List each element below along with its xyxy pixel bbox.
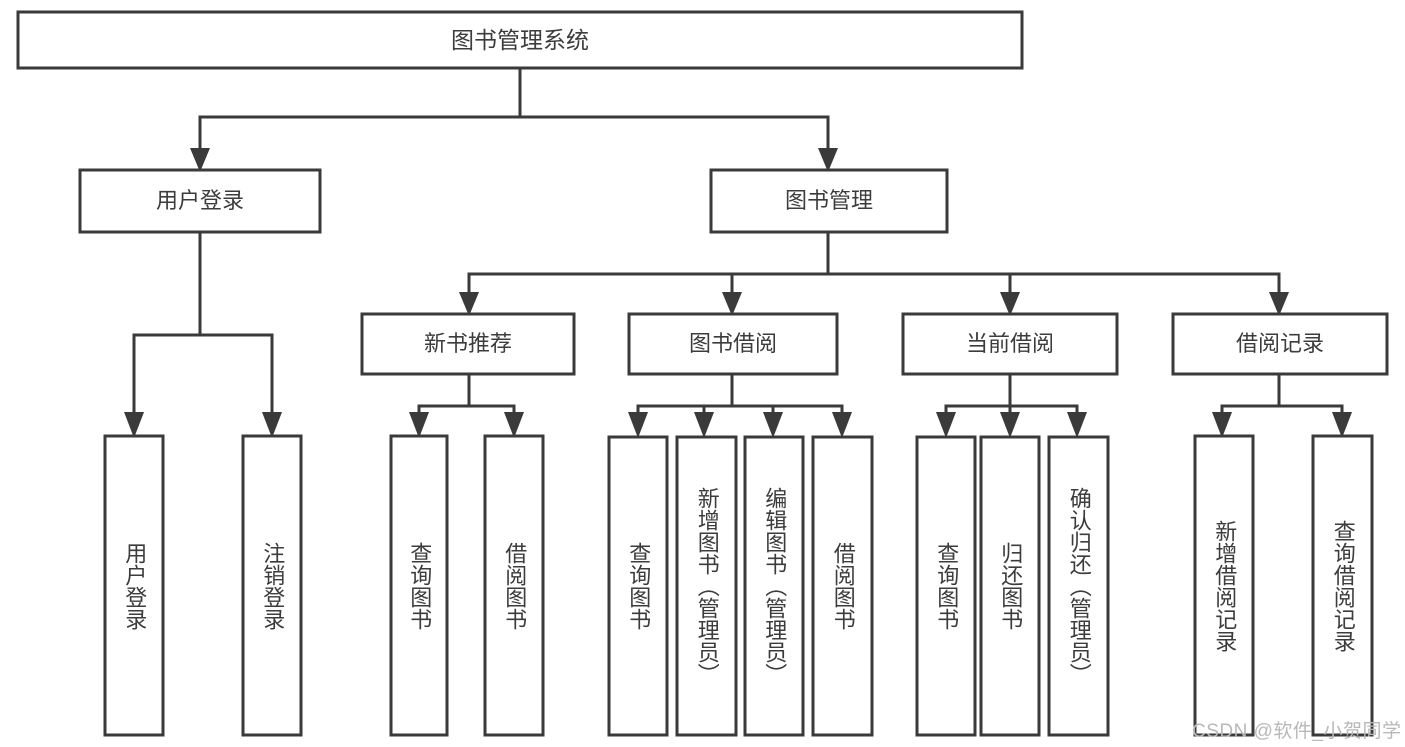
leaf-box-add-record[interactable]: [1193, 434, 1255, 737]
arrow-head-leaf-add-record: [1212, 412, 1232, 438]
arrow-head-leaf-user-login: [124, 412, 144, 438]
leaf-box-return-book[interactable]: [979, 435, 1041, 737]
connector-group-book-borrow: [628, 372, 852, 438]
leaf-box-user-login[interactable]: [103, 434, 165, 737]
node-new-book-recommend[interactable]: 新书推荐: [360, 312, 576, 376]
node-new-book-recommend-label: 新书推荐: [424, 331, 512, 356]
arrow-head-leaf-query-record: [1332, 412, 1352, 438]
arrow-head-borrow-record: [1269, 292, 1289, 316]
node-new-book-recommend-box[interactable]: [360, 312, 576, 376]
arrow-head-user-login: [190, 148, 210, 172]
leaf-box-borrow-book[interactable]: [811, 435, 874, 737]
leaf-box-query-book-current[interactable]: [915, 435, 977, 737]
node-book-manage[interactable]: 图书管理: [709, 168, 949, 234]
node-user-login-box[interactable]: [78, 168, 322, 234]
node-borrow-record-box[interactable]: [1171, 312, 1389, 376]
arrow-head-leaf-borrow-book-rec: [504, 412, 524, 438]
node-borrow-record-label: 借阅记录: [1236, 331, 1324, 356]
node-book-borrow-label: 图书借阅: [689, 331, 777, 356]
leaf-box-confirm-return[interactable]: [1047, 435, 1110, 737]
leaf-box-logout[interactable]: [241, 434, 303, 737]
node-current-borrow-box[interactable]: [901, 312, 1119, 376]
arrow-head-leaf-add-book: [694, 412, 714, 438]
leaf-box-query-book-borrow[interactable]: [607, 435, 669, 737]
leaf-boxes: [103, 434, 1374, 737]
node-book-borrow-box[interactable]: [627, 312, 839, 376]
leaf-box-query-record[interactable]: [1311, 434, 1374, 737]
watermark-text: CSDN @软件_小贺同学: [1192, 721, 1402, 742]
connector-group-root: [190, 66, 838, 172]
leaf-box-query-book-rec[interactable]: [389, 434, 449, 737]
connector-group-book-manage: [459, 230, 1289, 316]
connector-group-borrow-record: [1212, 372, 1352, 438]
node-book-manage-label: 图书管理: [785, 188, 873, 213]
arrow-head-current-borrow: [1000, 292, 1020, 316]
node-book-borrow[interactable]: 图书借阅: [627, 312, 839, 376]
node-book-manage-box[interactable]: [709, 168, 949, 234]
arrow-head-leaf-logout: [262, 412, 282, 438]
connector-group-new-book-recommend: [409, 372, 524, 438]
arrow-head-book-manage: [818, 148, 838, 172]
node-user-login-label: 用户登录: [156, 188, 244, 213]
node-borrow-record[interactable]: 借阅记录: [1171, 312, 1389, 376]
node-current-borrow-label: 当前借阅: [966, 331, 1054, 356]
connector-group-user-login: [124, 230, 282, 438]
arrow-head-leaf-borrow-book: [832, 412, 852, 438]
arrow-head-book-borrow: [722, 292, 742, 316]
leaf-box-borrow-book-rec[interactable]: [483, 434, 545, 737]
node-current-borrow[interactable]: 当前借阅: [901, 312, 1119, 376]
arrow-head-leaf-query-book-borrow: [628, 412, 648, 438]
leaf-box-add-book[interactable]: [675, 435, 738, 737]
arrow-head-leaf-edit-book: [763, 412, 783, 438]
connector-group-current-borrow: [936, 372, 1087, 438]
arrow-head-leaf-query-book-rec: [409, 412, 429, 438]
node-root-label: 图书管理系统: [451, 27, 589, 53]
arrow-head-leaf-confirm-return: [1067, 412, 1087, 438]
leaf-box-edit-book[interactable]: [743, 435, 805, 737]
node-root-box[interactable]: [16, 10, 1024, 70]
arrow-head-leaf-query-book-current: [936, 412, 956, 438]
arrow-head-new-book-recommend: [459, 292, 479, 316]
node-user-login[interactable]: 用户登录: [78, 168, 322, 234]
node-root[interactable]: 图书管理系统: [16, 10, 1024, 70]
arrow-head-leaf-return-book: [1000, 412, 1020, 438]
